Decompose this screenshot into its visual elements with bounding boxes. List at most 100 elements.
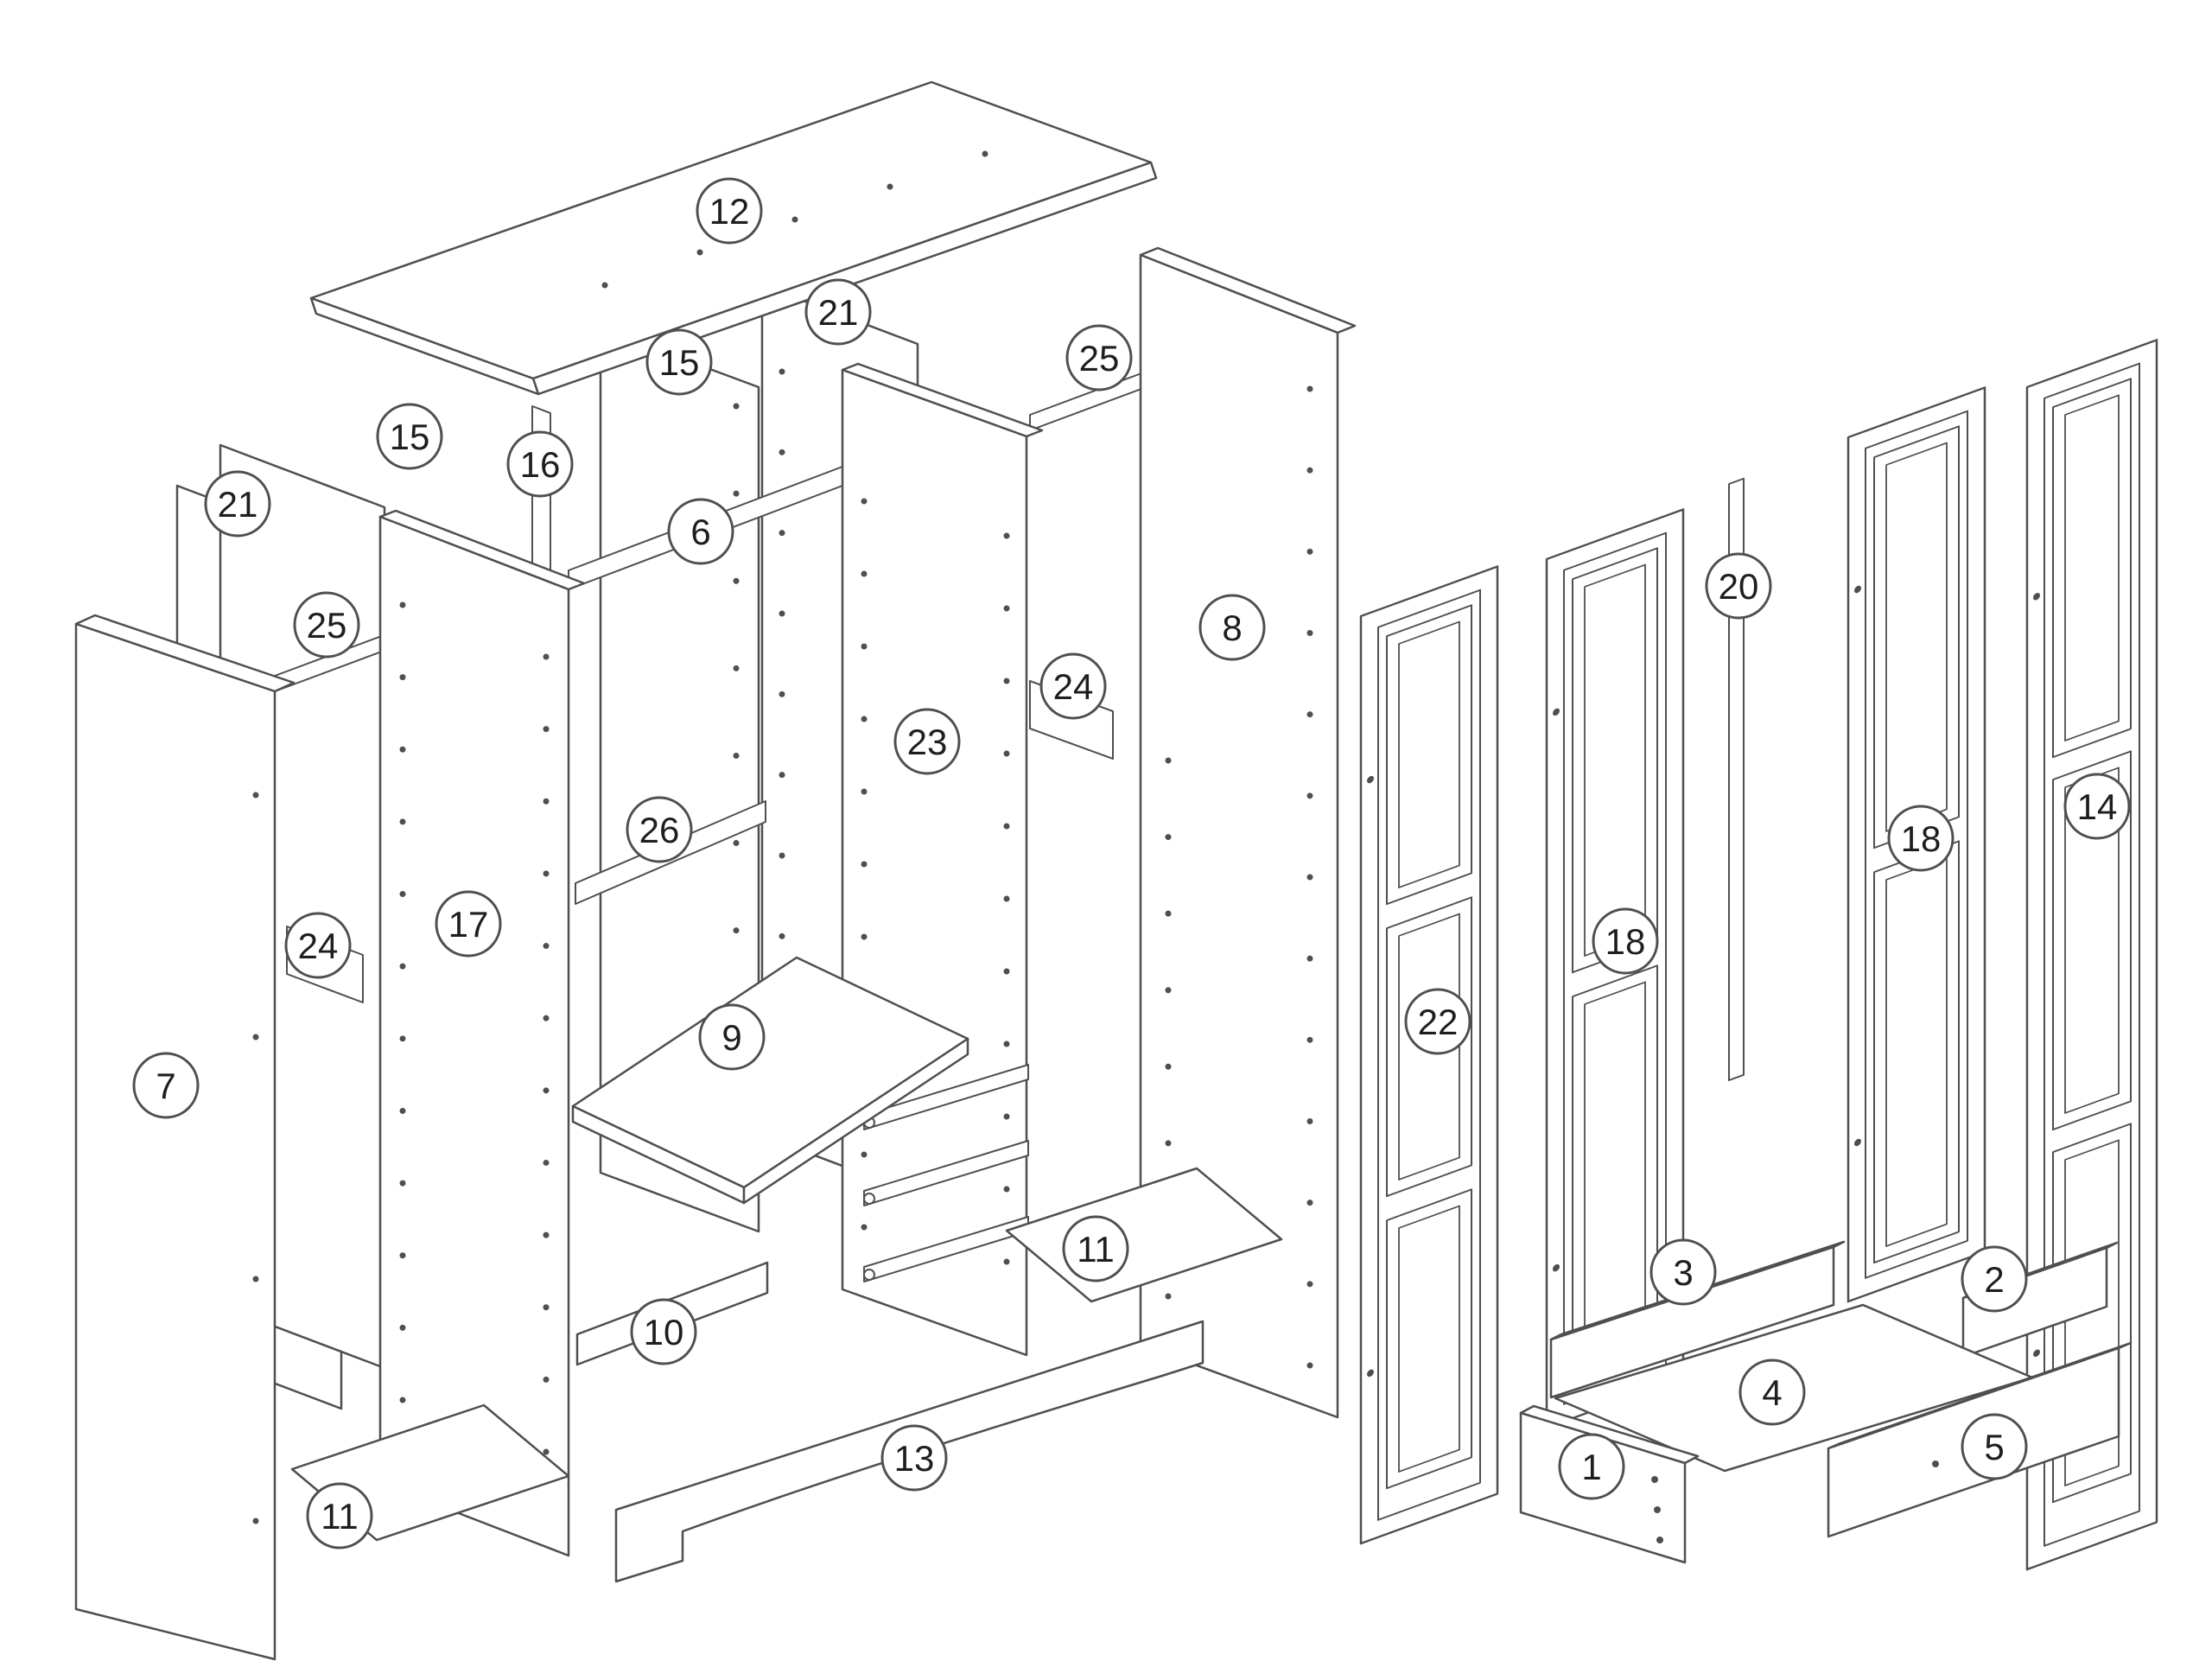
fitting-hole-dot <box>779 852 785 859</box>
fitting-hole-dot <box>861 1151 868 1158</box>
fitting-hole-dot <box>543 1015 550 1021</box>
callout-part-18: 18 <box>1592 907 1659 975</box>
callout-circle <box>306 1482 373 1550</box>
fitting-hole-dot <box>1003 1040 1010 1047</box>
callout-circle <box>1738 1359 1806 1426</box>
door-shape <box>1885 856 1948 1247</box>
callout-part-5: 5 <box>1961 1413 2028 1480</box>
fitting-hole-dot <box>543 1231 550 1238</box>
callout-part-21: 21 <box>804 278 872 346</box>
fitting-hole-dot <box>543 1304 550 1311</box>
fitting-hole-dot <box>543 943 550 950</box>
callout-part-7: 7 <box>132 1052 200 1119</box>
callout-circle <box>698 1003 766 1071</box>
callout-number: 26 <box>639 810 680 850</box>
fitting-hole-dot <box>1165 834 1172 841</box>
callout-circle <box>2063 773 2131 840</box>
fitting-hole-dot <box>1165 1293 1172 1300</box>
part-trim-strip-20 <box>1728 477 1745 1082</box>
callout-number: 20 <box>1719 566 1759 607</box>
callout-circle <box>893 708 961 775</box>
callout-circle <box>1404 988 1471 1055</box>
callout-circle <box>1062 1215 1129 1282</box>
callout-number: 24 <box>298 926 339 966</box>
fitting-hole-dot <box>1003 895 1010 902</box>
callout-circle <box>1649 1238 1717 1306</box>
callout-circle <box>293 591 360 659</box>
hinge-hole-dot <box>2033 592 2040 601</box>
callout-part-2: 2 <box>1961 1245 2028 1313</box>
fitting-hole-dot <box>399 1397 406 1403</box>
fitting-hole-dot <box>1003 750 1010 757</box>
fitting-hole-dot <box>543 870 550 877</box>
callout-circle <box>284 912 352 979</box>
callout-number: 24 <box>1053 666 1094 707</box>
fitting-hole-dot <box>1306 548 1313 555</box>
callout-part-16: 16 <box>506 430 574 498</box>
callout-circle <box>204 470 271 538</box>
fitting-hole-dot <box>861 788 868 795</box>
fitting-hole-dot <box>861 570 868 577</box>
fitting-hole-dot <box>887 183 893 190</box>
hinge-hole-dot <box>2033 1349 2040 1358</box>
fitting-hole-dot <box>696 249 703 256</box>
callout-number: 3 <box>1673 1252 1693 1293</box>
callout-number: 22 <box>1418 1002 1459 1042</box>
callout-part-15: 15 <box>376 403 443 470</box>
fitting-hole-dot <box>1306 1362 1313 1369</box>
fitting-hole-dot <box>733 665 740 671</box>
hinge-hole-dot <box>1553 708 1560 716</box>
callout-part-14: 14 <box>2063 773 2131 840</box>
callout-number: 21 <box>218 484 258 525</box>
callout-part-24: 24 <box>1039 652 1107 720</box>
callout-number: 4 <box>1762 1372 1782 1413</box>
fitting-hole-dot <box>1306 711 1313 718</box>
fitting-hole-dot <box>399 674 406 681</box>
fitting-hole-dot <box>543 726 550 733</box>
fitting-hole-dot <box>399 746 406 753</box>
fitting-hole-dot <box>252 1276 259 1282</box>
door-shape <box>1584 563 1646 957</box>
callout-number: 11 <box>321 1496 359 1537</box>
fitting-hole-dot <box>399 1035 406 1042</box>
callout-number: 9 <box>721 1017 741 1058</box>
door-shape <box>1398 620 1460 888</box>
callout-circle <box>1198 594 1266 661</box>
callout-part-20: 20 <box>1705 552 1772 620</box>
callout-part-10: 10 <box>630 1298 697 1365</box>
fitting-hole-dot <box>1003 678 1010 684</box>
callout-part-9: 9 <box>698 1003 766 1071</box>
fitting-hole-dot <box>399 1107 406 1114</box>
callout-number: 12 <box>709 191 750 232</box>
fitting-hole-dot <box>1306 792 1313 799</box>
fitting-hole-dot <box>733 927 740 934</box>
callout-number: 15 <box>390 417 430 457</box>
fitting-hole-dot <box>399 1252 406 1259</box>
callout-part-13: 13 <box>880 1424 948 1492</box>
callout-part-18: 18 <box>1887 805 1955 872</box>
fitting-hole-dot <box>779 530 785 537</box>
fitting-hole-dot <box>779 610 785 617</box>
fitting-hole-dot <box>1306 1118 1313 1124</box>
fitting-hole-dot <box>1003 968 1010 975</box>
door-shape <box>2064 394 2120 741</box>
callout-number: 17 <box>448 904 489 945</box>
callout-number: 2 <box>1984 1259 2004 1300</box>
fitting-hole-dot <box>1165 757 1172 764</box>
drawer-slide-rails <box>863 1064 1029 1282</box>
fitting-hole-dot <box>1003 1186 1010 1193</box>
fitting-hole-dot <box>1003 1113 1010 1120</box>
fitting-hole-dot <box>543 653 550 660</box>
fitting-hole-dot <box>1003 532 1010 539</box>
fitting-hole-dot <box>1165 987 1172 994</box>
fitting-hole-dot <box>252 1518 259 1524</box>
callout-part-12: 12 <box>696 177 763 245</box>
fitting-hole-dot <box>779 690 785 697</box>
trim-strip-face <box>1728 477 1745 1082</box>
callout-number: 10 <box>644 1312 684 1352</box>
callout-circle <box>435 890 502 958</box>
fitting-hole-dot <box>1165 910 1172 917</box>
fitting-hole-dot <box>1165 1140 1172 1147</box>
callout-circle <box>880 1424 948 1492</box>
